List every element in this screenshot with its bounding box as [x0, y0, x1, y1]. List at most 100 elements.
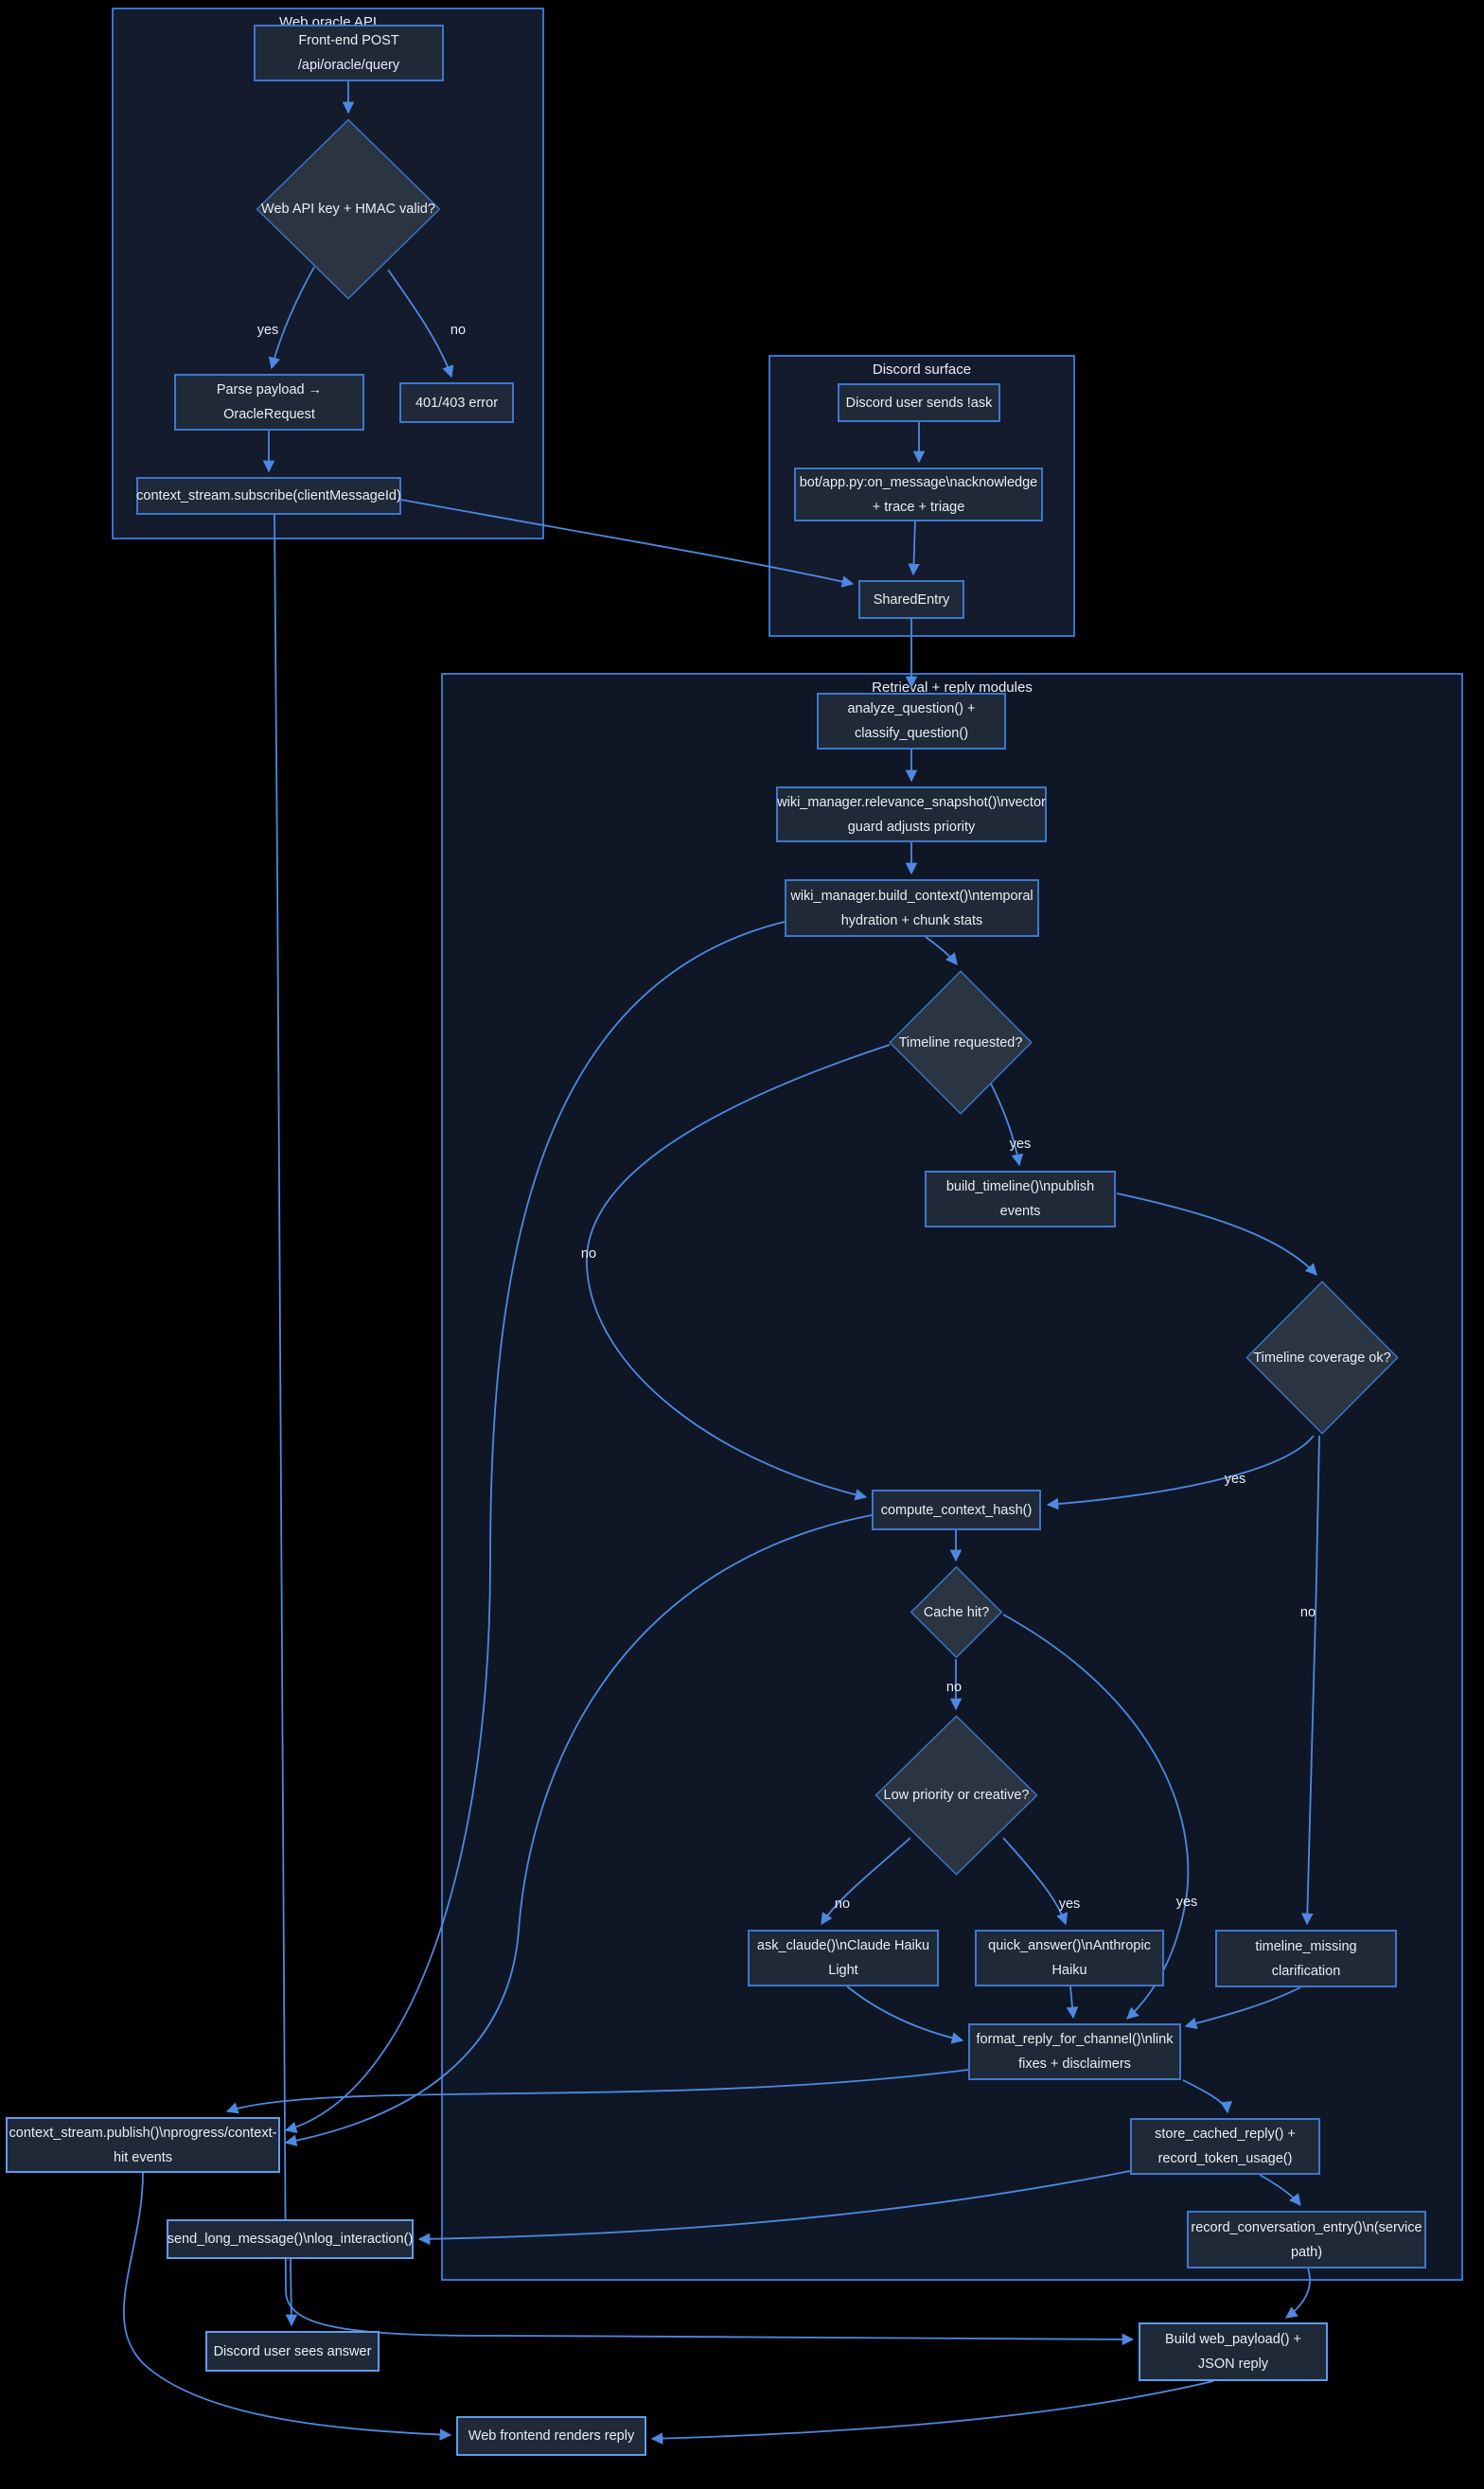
node-sendlong: send_long_message()\nlog_interaction(): [167, 2219, 414, 2259]
edge-tmissing-format: [1184, 1986, 1301, 2029]
edge-quick-format: [1066, 1986, 1079, 2020]
node-frontend: Front-end POST/api/oracle/query: [254, 25, 444, 81]
node-label-line: quick_answer()\nAnthropic: [988, 1938, 1151, 1953]
edge-subscribe-buildweb: [274, 514, 1135, 2346]
edge-publish-webfront: [123, 2172, 452, 2441]
node-label-line: store_cached_reply() +: [1155, 2127, 1296, 2142]
node-label-line: events: [999, 1204, 1041, 1219]
edge-coverage-compute: [1046, 1435, 1315, 1510]
node-label-line: Light: [828, 1963, 858, 1978]
node-label-line: JSON reply: [1197, 2357, 1269, 2372]
node-buildweb: Build web_payload() +JSON reply: [1139, 2322, 1328, 2381]
edge-buildctx-publish: [284, 921, 786, 2133]
node-label-line: record_conversation_entry()\n(service: [1191, 2219, 1422, 2235]
node-subscribe: context_stream.subscribe(clientMessageId…: [136, 477, 401, 515]
diamond-shape: [874, 1715, 1038, 1876]
node-label-line: format_reply_for_channel()\nlink: [976, 2032, 1174, 2047]
node-webfront: Web frontend renders reply: [456, 2416, 646, 2456]
node-tmissing: timeline_missing clarification: [1215, 1930, 1397, 1987]
edge-label-tlreq-compute: no: [580, 1246, 597, 1262]
node-label: Timeline requested?: [898, 1034, 1023, 1050]
edge-onmsg-shared: [908, 521, 920, 576]
diamond-shape: [1246, 1280, 1399, 1435]
node-label-line: + trace + triage: [872, 499, 965, 515]
node-label-line: fixes + disclaimers: [1018, 2057, 1131, 2072]
edge-label-coverage-tmissing: no: [1299, 1605, 1316, 1620]
node-parse: Parse payload →OracleRequest: [174, 374, 364, 431]
node-label-line: Haiku: [1051, 1963, 1087, 1978]
edge-label-hmac-parse: yes: [256, 323, 279, 338]
edge-coverage-tmissing: [1301, 1435, 1320, 1926]
diamond-shape: [889, 970, 1033, 1115]
node-coverage: Timeline coverage ok?: [1246, 1280, 1399, 1435]
node-lowpri: Low priority or creative?: [874, 1715, 1038, 1876]
node-askuser: Discord user sends !ask: [838, 383, 1000, 422]
edge-hmac-err: [387, 269, 454, 379]
node-label-line: Discord user sends !ask: [845, 395, 993, 411]
edge-record-buildweb: [1284, 2268, 1311, 2319]
node-err: 401/403 error: [399, 382, 514, 423]
node-label-line: clarification: [1271, 1963, 1341, 1979]
edge-store-record: [1259, 2174, 1301, 2206]
edge-lowpri-quick: [1002, 1837, 1069, 1926]
edge-format-publish: [225, 2069, 969, 2114]
node-label-line: timeline_missing: [1255, 1938, 1357, 1954]
edge-label-tlreq-buildtl: yes: [1009, 1137, 1032, 1152]
node-label-line: Parse payload →: [216, 382, 323, 397]
edge-format-store: [1182, 2079, 1232, 2114]
node-tlreq: Timeline requested?: [889, 970, 1033, 1115]
node-analyze: analyze_question() +classify_question(): [817, 693, 1006, 750]
node-label-line: Front-end POST: [298, 33, 399, 48]
node-label-line: hit events: [113, 2149, 173, 2165]
node-label-line: /api/oracle/query: [297, 58, 400, 73]
edge-hmac-parse: [268, 266, 315, 370]
cluster-title-discord-surface: Discord surface: [872, 362, 972, 378]
node-label-line: bot/app.py:on_message\nacknowledge: [799, 474, 1038, 490]
node-label-line: 401/403 error: [415, 395, 499, 411]
edge-sendlong-seen: [285, 2258, 298, 2327]
node-label-line: wiki_manager.build_context()\ntemporal: [790, 888, 1034, 904]
edge-buildtl-coverage: [1116, 1192, 1317, 1276]
edge-label-coverage-compute: yes: [1224, 1472, 1246, 1487]
node-seen: Discord user sees answer: [205, 2331, 380, 2372]
cluster-retrieval-reply-modules: Retrieval + reply modules: [441, 673, 1463, 2281]
node-label-line: send_long_message()\nlog_interaction(): [167, 2232, 414, 2247]
edge-store-sendlong: [417, 2170, 1131, 2246]
node-label-line: path): [1290, 2244, 1323, 2260]
edge-buildctx-tlreq: [925, 936, 958, 965]
node-label-line: Discord user sees answer: [213, 2343, 372, 2359]
node-label-line: hydration + chunk stats: [840, 912, 983, 928]
edge-lowpri-askclaude: [821, 1837, 911, 1926]
node-relevance: wiki_manager.relevance_snapshot()\nvecto…: [776, 786, 1047, 842]
node-label: Cache hit?: [923, 1604, 990, 1620]
node-onmsg: bot/app.py:on_message\nacknowledge + trac…: [794, 468, 1043, 521]
node-label-line: context_stream.publish()\nprogress/conte…: [9, 2125, 277, 2141]
node-cache: Cache hit?: [910, 1566, 1002, 1658]
node-shared: SharedEntry: [858, 580, 964, 619]
edge-label-hmac-err: no: [450, 323, 467, 338]
node-label-line: SharedEntry: [873, 591, 950, 608]
node-label-line: wiki_manager.relevance_snapshot()\nvecto…: [777, 794, 1046, 810]
edge-buildweb-webfront: [650, 2380, 1214, 2445]
edge-label-lowpri-quick: yes: [1058, 1897, 1081, 1912]
node-label-line: compute_context_hash(): [880, 1502, 1033, 1518]
node-label-line: Web frontend renders reply: [468, 2428, 635, 2444]
diamond-shape: [256, 118, 441, 300]
edge-subscribe-shared: [400, 499, 855, 588]
node-label-line: classify_question(): [854, 726, 969, 741]
edge-label-cache-format: yes: [1175, 1895, 1198, 1910]
edge-tlreq-compute: [586, 1044, 891, 1501]
node-hmac: Web API key + HMAC valid?: [256, 118, 441, 300]
node-label: Web API key + HMAC valid?: [261, 202, 435, 217]
node-label-line: ask_claude()\nClaude Haiku: [756, 1938, 930, 1953]
node-label-line: record_token_usage(): [1157, 2151, 1293, 2166]
edge-label-cache-lowpri: no: [945, 1680, 963, 1695]
